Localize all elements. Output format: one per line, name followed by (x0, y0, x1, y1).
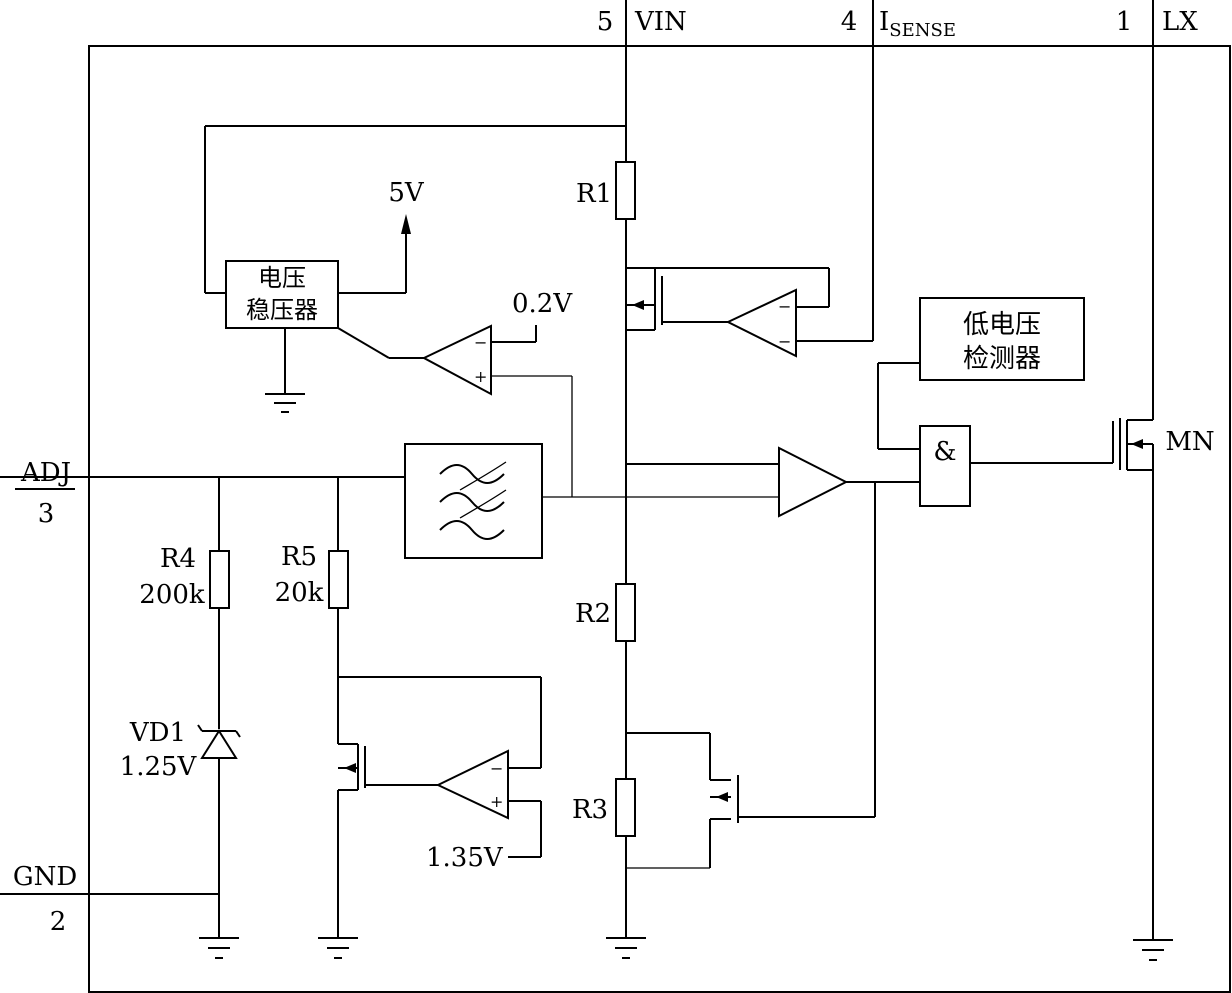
resistor-r1 (615, 161, 636, 220)
vin-pin-number: 5 (597, 7, 614, 37)
and-gate-symbol: & (933, 437, 956, 467)
regulator-label-line1: 电压 (258, 264, 306, 292)
r5-branch (328, 477, 542, 769)
r2-label: R2 (575, 599, 611, 629)
lvd-label-line1: 低电压 (963, 310, 1041, 340)
ref-135v-label: 1.35V (426, 843, 504, 873)
r4-value: 200k (139, 580, 205, 610)
sense-opamp-minus-a: − (778, 297, 791, 316)
lx-pin-name: LX (1162, 7, 1198, 37)
regulator-label-line2: 稳压器 (246, 296, 318, 324)
lx-pin-number: 1 (1116, 7, 1133, 37)
isense-pin-name: ISENSE (879, 7, 956, 41)
vd1-value: 1.25V (120, 752, 198, 782)
opamp-02v-minus: − (474, 333, 487, 352)
ground-regulator-icon (265, 393, 305, 413)
r5-value: 20k (275, 578, 324, 608)
r4-label: R4 (160, 544, 196, 574)
filter-block (404, 443, 779, 559)
vd1-label: VD1 (129, 718, 186, 748)
mn-mosfet (1112, 0, 1154, 940)
r5-label: R5 (281, 542, 317, 572)
mn-label: MN (1165, 427, 1214, 457)
comparator (778, 446, 920, 817)
reg-5v-label: 5V (388, 178, 425, 208)
ref-02v-label: 0.2V (512, 289, 573, 319)
opamp-02v: − + (421, 324, 573, 497)
sense-opamp-minus-b: − (778, 332, 791, 351)
chip-outline (88, 45, 1231, 993)
opamp-135v: − + (435, 749, 542, 858)
opamp-135v-plus: + (490, 792, 503, 811)
opamp-135v-minus: − (490, 759, 503, 778)
sense-mosfet (626, 267, 830, 331)
ground-vd1-icon (199, 937, 239, 959)
r3-mosfet (709, 733, 875, 868)
r4-branch (197, 477, 241, 938)
isense-subscript: SENSE (889, 20, 956, 41)
voltage-regulator (225, 214, 424, 394)
vin-pin-name: VIN (634, 7, 687, 37)
center-column (615, 330, 779, 938)
adj-pin-number: 3 (38, 499, 55, 529)
gnd-pin-name: GND (13, 862, 77, 892)
opamp-02v-plus: + (474, 367, 487, 386)
ground-mn-icon (1133, 939, 1173, 961)
ground-r5-icon (318, 937, 358, 959)
r1-label: R1 (576, 179, 612, 209)
and-gate (919, 425, 1113, 507)
isense-pin-number: 4 (841, 7, 858, 37)
r3-label: R3 (572, 795, 608, 825)
lvd-label-line2: 检测器 (963, 344, 1041, 374)
sense-opamp: − − (725, 0, 874, 358)
gnd-pin-number: 2 (50, 907, 67, 937)
isense-main: I (879, 7, 889, 37)
r5-mosfet (337, 743, 438, 938)
adj-pin-name: ADJ (20, 458, 71, 488)
low-voltage-detector (877, 297, 1085, 450)
vin-rail (204, 0, 627, 294)
ground-center-icon (606, 937, 646, 959)
